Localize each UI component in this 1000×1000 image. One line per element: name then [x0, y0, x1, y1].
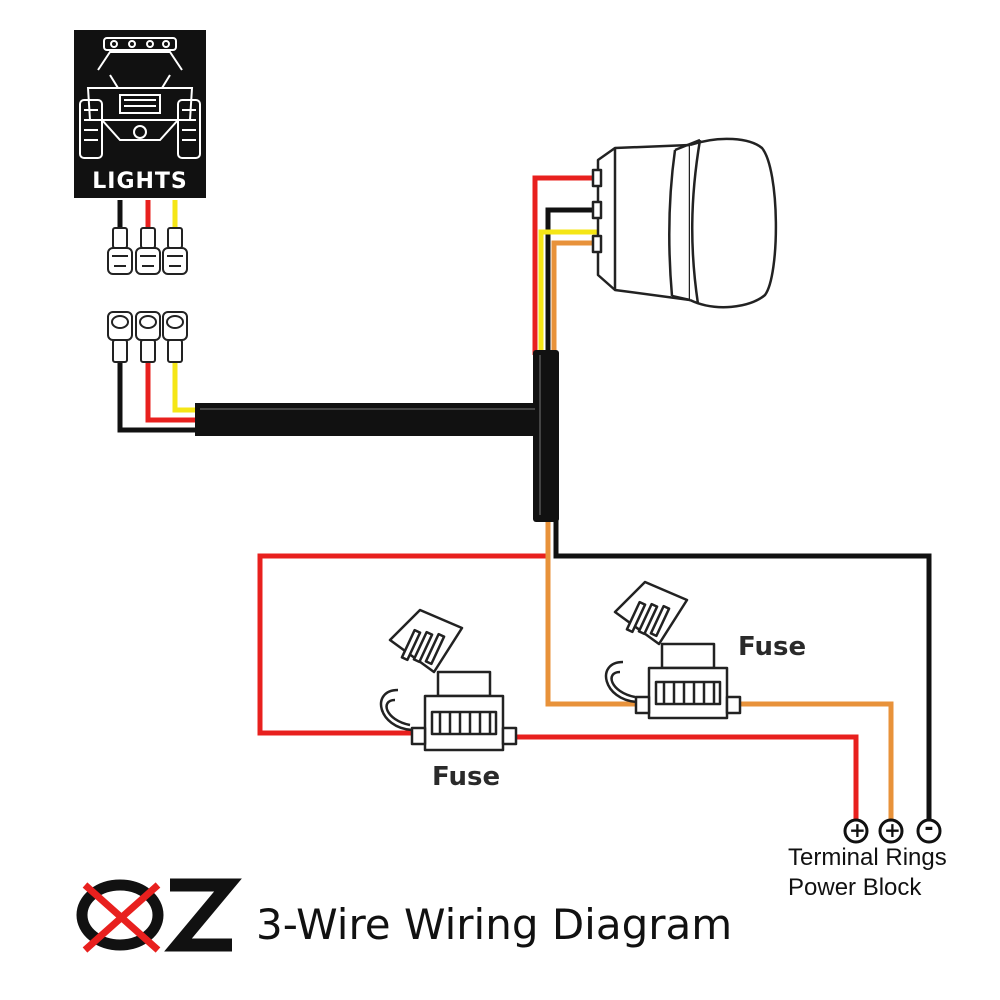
wire-black-harness-end	[117, 360, 200, 433]
wire-yellow-harness-end	[172, 360, 200, 413]
connector-plug-top	[107, 227, 188, 275]
oz-brand-logo	[76, 878, 242, 953]
fuse-holder-right	[604, 580, 742, 720]
connector-socket-bottom	[107, 311, 188, 363]
wire-orange-down	[545, 515, 636, 707]
rocker-switch	[591, 137, 778, 309]
wire-black-to-terminal	[553, 515, 932, 820]
power-block-label: Power Block	[788, 874, 922, 901]
terminal-plus-1-ring	[843, 818, 869, 844]
diagram-title: 3-Wire Wiring Diagram	[256, 900, 733, 949]
wire-orange-to-terminal	[740, 701, 894, 820]
terminal-plus-2-sign: +	[884, 818, 901, 842]
wire-red-switch	[532, 175, 598, 355]
wire-red-harness-end	[145, 360, 200, 423]
harness-sleeve	[195, 350, 559, 522]
wire-red-left-loop	[257, 515, 551, 736]
terminal-rings-label: Terminal Rings	[788, 844, 947, 871]
fuse-holder-left	[379, 608, 518, 752]
fuse-label-right: Fuse	[738, 632, 807, 662]
wire-yellow-switch	[538, 229, 598, 355]
wire-red-to-terminal	[516, 734, 859, 820]
logo-lights-badge: LIGHTS	[74, 168, 206, 196]
terminal-minus-sign: -	[924, 816, 934, 841]
terminal-rings	[843, 818, 942, 844]
terminal-plus-1-sign: +	[849, 818, 866, 842]
wire-orange-switch	[551, 240, 598, 355]
terminal-plus-2-ring	[878, 818, 904, 844]
fuse-label-left: Fuse	[432, 762, 501, 792]
terminal-minus-ring	[916, 818, 942, 844]
wire-black-switch	[545, 207, 598, 355]
